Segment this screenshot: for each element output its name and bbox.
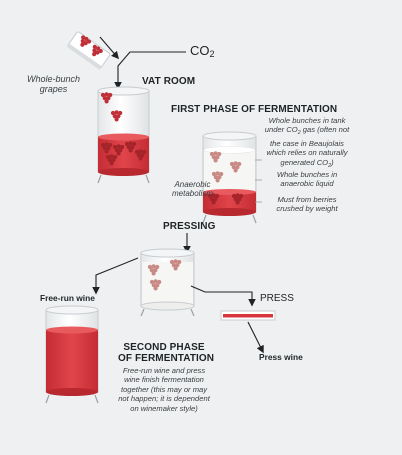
first-phase-tank <box>202 131 257 224</box>
vat-room-title: VAT ROOM <box>142 76 196 87</box>
first-phase-title: FIRST PHASE OF FERMENTATION <box>171 104 338 115</box>
pressing-title: PRESSING <box>163 221 216 232</box>
arrow-icon <box>99 36 120 60</box>
press-label: PRESS <box>260 293 294 304</box>
vat-room-tank <box>97 86 150 184</box>
arrow-icon <box>190 285 256 307</box>
second-phase-title: SECOND PHASE OF FERMENTATION <box>118 342 215 364</box>
first-phase-note-liquid: Whole bunches in anaerobic liquid <box>276 170 338 189</box>
arrow-icon <box>92 257 139 295</box>
first-phase-note-must: Must from berries crushed by weight <box>276 195 338 214</box>
second-phase-note: Free-run wine and press wine finish ferm… <box>118 366 210 413</box>
press-wine-label: Press wine <box>259 352 303 362</box>
arrow-icon <box>247 321 264 354</box>
first-phase-note-co2: Whole bunches in tank under CO2 gas (oft… <box>264 116 350 169</box>
co2-line <box>114 51 186 90</box>
note-pointers <box>255 159 262 203</box>
grape-chute <box>66 31 111 70</box>
pressing-tank <box>140 248 195 317</box>
whole-bunch-label: Whole-bunch grapes <box>27 74 81 94</box>
co2-label: CO2 <box>190 43 215 59</box>
anaerobic-label: Anaerobic metabolism <box>172 180 213 199</box>
second-phase-tank <box>45 305 99 404</box>
press-tray-icon <box>220 310 276 321</box>
free-run-label: Free-run wine <box>40 293 95 303</box>
